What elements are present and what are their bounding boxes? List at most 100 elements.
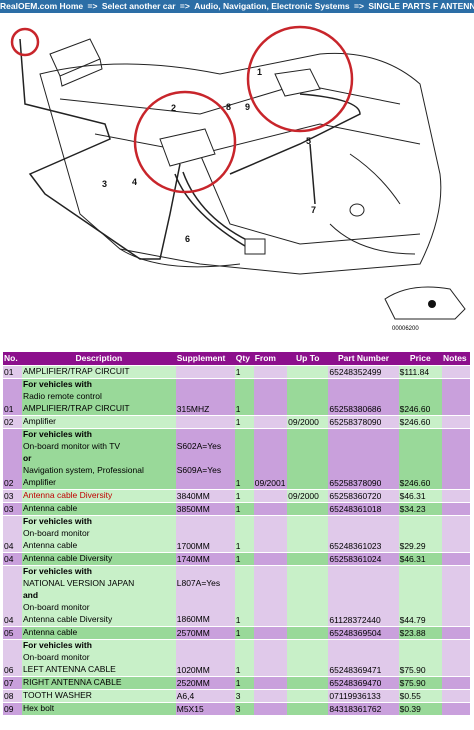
row-price: $46.31 (398, 552, 443, 566)
part-description-link[interactable]: Antenna cable (22, 540, 78, 550)
row-description[interactable]: Antenna cable Diversity (21, 489, 176, 503)
part-description-link[interactable]: AMPLIFIER/TRAP CIRCUIT (22, 366, 130, 376)
row-qty: 1 (234, 626, 254, 640)
condition-line: NATIONAL VERSION JAPAN (22, 578, 135, 588)
row-supplement: 2570MM (175, 626, 235, 640)
row-part-number[interactable]: 65248361018 (328, 502, 399, 516)
row-part-number[interactable]: 07119936133 (328, 689, 399, 703)
row-notes (442, 552, 470, 566)
row-description[interactable]: TOOTH WASHER (21, 689, 176, 703)
row-part-number[interactable]: 65258361024 (328, 552, 399, 566)
row-no: 04 (3, 515, 22, 553)
row-description[interactable]: RIGHT ANTENNA CABLE (21, 676, 176, 690)
part-description-link[interactable]: LEFT ANTENNA CABLE (22, 664, 116, 674)
row-from (253, 626, 288, 640)
row-supplement: 1740MM (175, 552, 235, 566)
col-part-number: Part Number (328, 352, 399, 366)
crumb-home-link[interactable]: RealOEM.com Home (0, 1, 84, 11)
row-description[interactable]: Amplifier (21, 415, 176, 429)
supplement-line: S609A=Yes (176, 465, 222, 475)
row-part-number[interactable]: 65248352499 (328, 365, 399, 379)
row-price: $0.55 (398, 689, 443, 703)
row-upto (287, 676, 329, 690)
row-part-number[interactable]: 65258360720 (328, 489, 399, 503)
row-from (253, 365, 288, 379)
supplement-line: 1860MM (176, 614, 210, 624)
supplement-line (177, 566, 234, 578)
row-part-number[interactable]: 65248369471 (328, 639, 399, 677)
row-part-number[interactable]: 65258380686 (328, 378, 399, 416)
callout-7: 7 (311, 205, 316, 215)
row-from (253, 702, 288, 716)
parts-table: No. Description Supplement Qty From Up T… (3, 352, 470, 716)
row-description[interactable]: Antenna cable Diversity (21, 552, 176, 566)
row-price: $246.60 (398, 378, 443, 416)
row-part-number[interactable]: 65248369470 (328, 676, 399, 690)
row-part-number[interactable]: 65258378090 (328, 428, 399, 490)
col-no: No. (3, 352, 22, 366)
row-no: 02 (3, 415, 22, 429)
row-upto (287, 702, 329, 716)
row-price: $246.60 (398, 428, 443, 490)
row-part-number[interactable]: 65248369504 (328, 626, 399, 640)
row-price: $44.79 (398, 565, 443, 627)
part-description-link[interactable]: TOOTH WASHER (22, 690, 92, 700)
row-description[interactable]: Antenna cable (21, 502, 176, 516)
row-part-number[interactable]: 65248361023 (328, 515, 399, 553)
row-notes (442, 689, 470, 703)
row-from (253, 676, 288, 690)
part-description-link[interactable]: Antenna cable (22, 503, 78, 513)
row-from (253, 689, 288, 703)
condition-line: For vehicles with (22, 566, 92, 576)
row-supplement (175, 365, 235, 379)
crumb-audio-link[interactable]: Audio, Navigation, Electronic Systems (194, 1, 350, 11)
part-description-link[interactable]: Antenna cable Diversity (22, 553, 113, 563)
row-notes (442, 415, 470, 429)
row-notes (442, 702, 470, 716)
row-notes (442, 489, 470, 503)
row-part-number[interactable]: 84318361762 (328, 702, 399, 716)
part-description-link[interactable]: Amplifier (22, 477, 56, 487)
part-description-link[interactable]: RIGHT ANTENNA CABLE (22, 677, 122, 687)
condition-line: On-board monitor (22, 652, 90, 662)
part-description-link[interactable]: Hex bolt (22, 703, 55, 713)
part-description-link[interactable]: Antenna cable Diversity (22, 614, 113, 624)
row-description[interactable]: Antenna cable (21, 626, 176, 640)
row-description[interactable]: AMPLIFIER/TRAP CIRCUIT (21, 365, 176, 379)
condition-line: and (22, 590, 39, 600)
row-no: 01 (3, 378, 22, 416)
part-description-link[interactable]: Antenna cable Diversity (22, 490, 113, 500)
supplement-line: L807A=Yes (176, 578, 221, 588)
row-upto: 09/2000 (287, 415, 329, 429)
row-supplement (175, 415, 235, 429)
row-description[interactable]: Hex bolt (21, 702, 176, 716)
row-supplement: 3850MM (175, 502, 235, 516)
row-price: $75.90 (398, 639, 443, 677)
row-no: 03 (3, 502, 22, 516)
part-description-link[interactable]: Amplifier (22, 416, 56, 426)
row-part-number[interactable]: 65258378090 (328, 415, 399, 429)
row-no: 08 (3, 689, 22, 703)
crumb-select-car-link[interactable]: Select another car (101, 1, 176, 11)
part-description-link[interactable]: Antenna cable (22, 627, 78, 637)
supplement-line (177, 602, 234, 614)
row-supplement: 1700MM (175, 515, 235, 553)
callout-4: 4 (132, 177, 137, 187)
row-qty: 1 (234, 515, 254, 553)
part-description-link[interactable]: AMPLIFIER/TRAP CIRCUIT (22, 403, 130, 413)
row-notes (442, 639, 470, 677)
row-from (253, 378, 288, 416)
row-notes (442, 378, 470, 416)
col-price: Price (398, 352, 443, 366)
row-part-number[interactable]: 61128372440 (328, 565, 399, 627)
